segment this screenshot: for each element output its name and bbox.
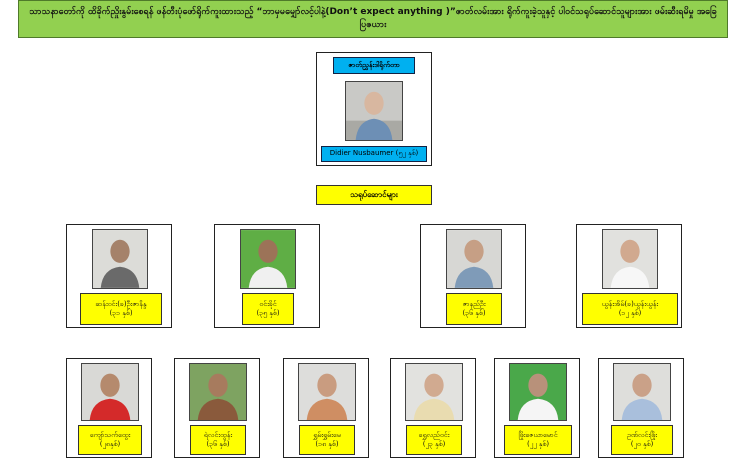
actor-age: (၁၂ နှစ်) (618, 309, 642, 317)
actor-photo (602, 229, 658, 289)
actor-age: (၃၅ နှစ်) (256, 309, 280, 317)
actor-label: ရွှေလည်ဝင်း (၂၃ နှစ်) (406, 425, 462, 455)
actor-label: ဥဏ်လင်းဖြိုး (၂၀ နှစ်) (611, 425, 673, 455)
actor-card: ရဲလင်းထွန်း (၃၆ နှစ်) (174, 358, 260, 458)
actor-photo (613, 363, 671, 421)
actor-label: ယွန်းအိမ်(ခ)ယွန်းယွန်း (၁၂ နှစ်) (582, 293, 678, 325)
actor-label: ဆန်းဝင်း(ခ)ဦးဇာနိန္ဒ (၃၁ နှစ်) (80, 293, 162, 325)
actor-age: (၂၃ နှစ်) (422, 440, 446, 448)
title-banner: သာသနာတော်ကို ထိခိုက်ညှိုးနွမ်းစေရန် ဖန်တ… (18, 0, 728, 38)
director-photo (345, 81, 403, 141)
director-card: ဇာတ်ညွှန်းဒါရိုက်တာ Didier Nusbaumer (၅၂… (316, 52, 432, 166)
director-header: ဇာတ်ညွှန်းဒါရိုက်တာ (333, 57, 415, 74)
actor-name: ရွှမ်းရွှမ်းမေ (313, 431, 341, 439)
actor-name: ဝင်းခိုင် (259, 300, 277, 308)
actor-card: ကျော်သက်ထွေး (၂၈နှစ်) (66, 358, 152, 458)
actor-name: ဇာနည်ဦး (462, 300, 486, 308)
actor-name: ရဲလင်းထွန်း (203, 431, 233, 439)
actor-label: ရဲလင်းထွန်း (၃၆ နှစ်) (190, 425, 246, 455)
actor-label: ဇာနည်ဦး (၃၆ နှစ်) (446, 293, 502, 325)
actor-photo (298, 363, 356, 421)
actor-age: (၂၈နှစ်) (99, 440, 121, 448)
actor-photo (92, 229, 148, 289)
actors-header: သရုပ်ဆောင်များ (316, 185, 432, 205)
actor-age: (၂၂ နှစ်) (526, 440, 550, 448)
actor-photo (189, 363, 247, 421)
actor-photo (509, 363, 567, 421)
actor-label: ကျော်သက်ထွေး (၂၈နှစ်) (78, 425, 142, 455)
actor-photo (81, 363, 139, 421)
actor-label: ဖြိုးဇေယာမောင် (၂၂ နှစ်) (504, 425, 572, 455)
actor-card: ဥဏ်လင်းဖြိုး (၂၀ နှစ်) (598, 358, 684, 458)
director-name: Didier Nusbaumer (၅၂ နှစ်) (321, 146, 427, 162)
banner-text: သာသနာတော်ကို ထိခိုက်ညှိုးနွမ်းစေရန် ဖန်တ… (29, 7, 717, 30)
actor-name: ယွန်းအိမ်(ခ)ယွန်းယွန်း (601, 300, 659, 308)
actor-age: (၃၆ နှစ်) (206, 440, 230, 448)
actor-name: ဥဏ်လင်းဖြိုး (626, 431, 658, 439)
actor-card: ဖြိုးဇေယာမောင် (၂၂ နှစ်) (494, 358, 580, 458)
actor-age: (၃၆ နှစ်) (462, 309, 486, 317)
actor-label: ဝင်းခိုင် (၃၅ နှစ်) (242, 293, 294, 325)
actor-name: ဆန်းဝင်း(ခ)ဦးဇာနိန္ဒ (95, 300, 147, 308)
actor-name: ကျော်သက်ထွေး (89, 431, 131, 439)
actor-card: ဆန်းဝင်း(ခ)ဦးဇာနိန္ဒ (၃၁ နှစ်) (66, 224, 172, 328)
actor-age: (၃၁ နှစ်) (109, 309, 133, 317)
actor-card: ယွန်းအိမ်(ခ)ယွန်းယွန်း (၁၂ နှစ်) (576, 224, 682, 328)
actor-photo (240, 229, 296, 289)
actor-age: (၁၈ နှစ်) (315, 440, 339, 448)
actor-age: (၂၀ နှစ်) (630, 440, 654, 448)
actor-card: ဝင်းခိုင် (၃၅ နှစ်) (214, 224, 320, 328)
actor-name: ဖြိုးဇေယာမောင် (518, 431, 558, 439)
actor-card: ရွှေလည်ဝင်း (၂၃ နှစ်) (390, 358, 476, 458)
actor-photo (405, 363, 463, 421)
actor-label: ရွှမ်းရွှမ်းမေ (၁၈ နှစ်) (299, 425, 355, 455)
actor-photo (446, 229, 502, 289)
actor-name: ရွှေလည်ဝင်း (418, 431, 450, 439)
actor-card: ဇာနည်ဦး (၃၆ နှစ်) (420, 224, 526, 328)
actor-card: ရွှမ်းရွှမ်းမေ (၁၈ နှစ်) (283, 358, 369, 458)
